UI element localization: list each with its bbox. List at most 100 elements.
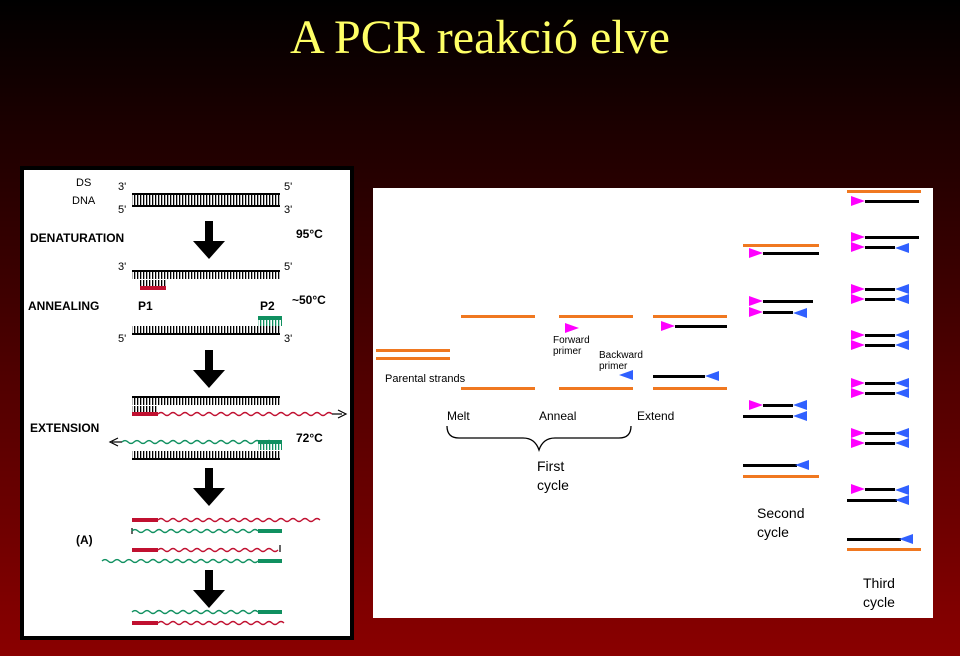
second-new-3a	[763, 404, 793, 407]
third-new-7b	[847, 499, 897, 502]
third-backward-8	[895, 428, 909, 438]
final-strand-red	[157, 620, 285, 626]
third-parental-2	[847, 548, 921, 551]
third-forward-5	[851, 294, 865, 304]
anneal-strand-top	[559, 315, 633, 318]
label-third-cycle-1: Third	[863, 575, 895, 591]
label-parental-strands: Parental strands	[385, 373, 466, 385]
second-new-2a	[763, 300, 813, 303]
final-strand-green	[131, 609, 259, 615]
label-forward-2: primer	[553, 346, 582, 357]
product3-primer	[132, 548, 158, 552]
label-third-cycle-2: cycle	[863, 594, 895, 610]
third-forward-2	[851, 232, 865, 242]
second-new-4	[743, 464, 797, 467]
extension-arrow-left	[108, 437, 119, 447]
second-forward-4	[749, 400, 763, 410]
extension-primer-bases-1	[132, 406, 158, 412]
label-first-cycle-2: cycle	[537, 477, 569, 493]
label-3prime-bottom: 3'	[284, 204, 292, 216]
final-primer-red	[132, 621, 158, 625]
extension-primer-p2	[258, 440, 282, 444]
label-ds: DS	[76, 177, 91, 189]
melt-strand-top	[461, 315, 535, 318]
label-anneal: Anneal	[539, 409, 576, 423]
ds-base-pairs	[132, 195, 280, 205]
third-new-6b	[865, 442, 895, 445]
backward-primer-arrow	[619, 370, 633, 380]
label-first-cycle-1: First	[537, 458, 564, 474]
label-5prime-ss2: 5'	[118, 333, 126, 345]
third-new-8	[847, 538, 901, 541]
single-strand-top	[132, 270, 280, 272]
extension-arrow-right	[337, 409, 348, 419]
third-backward-3	[895, 294, 909, 304]
ds-strand-top	[132, 193, 280, 195]
extend-new-strand-top	[675, 325, 727, 328]
slide-title: A PCR reakció elve	[290, 11, 670, 64]
third-new-4a	[865, 334, 895, 337]
label-second-cycle-1: Second	[757, 505, 804, 521]
third-new-3a	[865, 288, 895, 291]
third-forward-6	[851, 330, 865, 340]
second-new-3b	[743, 415, 793, 418]
new-strand-backward-1	[121, 439, 273, 445]
label-3prime-top: 3'	[118, 181, 126, 193]
single-strand-bottom-bases	[132, 326, 280, 333]
second-backward-2	[793, 400, 807, 410]
label-melt: Melt	[447, 409, 470, 423]
third-backward-4	[895, 330, 909, 340]
forward-primer-arrow	[565, 323, 579, 333]
label-3prime-ss1: 3'	[118, 261, 126, 273]
third-forward-4	[851, 284, 865, 294]
second-forward-3	[749, 307, 763, 317]
label-5prime-top: 5'	[284, 181, 292, 193]
primer-p2-bases	[258, 320, 282, 326]
label-extension: EXTENSION	[30, 421, 99, 435]
product1-strand	[157, 517, 321, 523]
pcr-cycles-panel: Parental strands Forward primer Backward…	[373, 188, 933, 618]
extension-primer-p1	[132, 412, 158, 416]
third-forward-7	[851, 340, 865, 350]
extension-primer-bases-2	[258, 444, 282, 450]
parental-strand-bottom	[376, 357, 450, 360]
label-backward-1: Backward	[599, 350, 643, 361]
first-cycle-brace	[446, 425, 632, 453]
pcr-steps-panel: DS DNA 3' 5' 5' 3' DENATURATION 95°C 3' …	[20, 166, 354, 640]
third-new-3b	[865, 298, 895, 301]
down-arrow-1	[193, 221, 225, 259]
anneal-strand-bottom	[559, 387, 633, 390]
second-backward-4	[795, 460, 809, 470]
label-p2: P2	[260, 299, 275, 313]
third-new-4b	[865, 344, 895, 347]
product4-primer	[258, 559, 282, 563]
third-backward-11	[895, 495, 909, 505]
primer-p1-bases	[140, 280, 166, 286]
final-primer-green	[258, 610, 282, 614]
third-forward-8	[851, 378, 865, 388]
third-backward-6	[895, 378, 909, 388]
third-forward-10	[851, 428, 865, 438]
third-backward-12	[899, 534, 913, 544]
label-backward-2: primer	[599, 361, 628, 372]
second-parental-1	[743, 244, 819, 247]
primer-p2	[258, 316, 282, 320]
temp-extension: 72°C	[296, 431, 323, 445]
label-a: (A)	[76, 533, 93, 547]
third-new-2b	[865, 246, 895, 249]
label-extend: Extend	[637, 409, 674, 423]
extension-template-bottom-bases	[132, 451, 280, 458]
pcr-cycles-diagram: Parental strands Forward primer Backward…	[376, 190, 921, 610]
product4-strand	[101, 558, 259, 564]
new-strand-forward-1	[157, 411, 333, 417]
second-cycle-group: Second cycle	[743, 244, 819, 540]
second-backward-3	[793, 411, 807, 421]
label-forward-1: Forward	[553, 335, 590, 346]
product1-primer	[132, 518, 158, 522]
second-new-1	[763, 252, 819, 255]
second-parental-2	[743, 475, 819, 478]
second-forward-1	[749, 248, 763, 258]
down-arrow-4	[193, 570, 225, 608]
down-arrow-3	[193, 468, 225, 506]
second-forward-2	[749, 296, 763, 306]
